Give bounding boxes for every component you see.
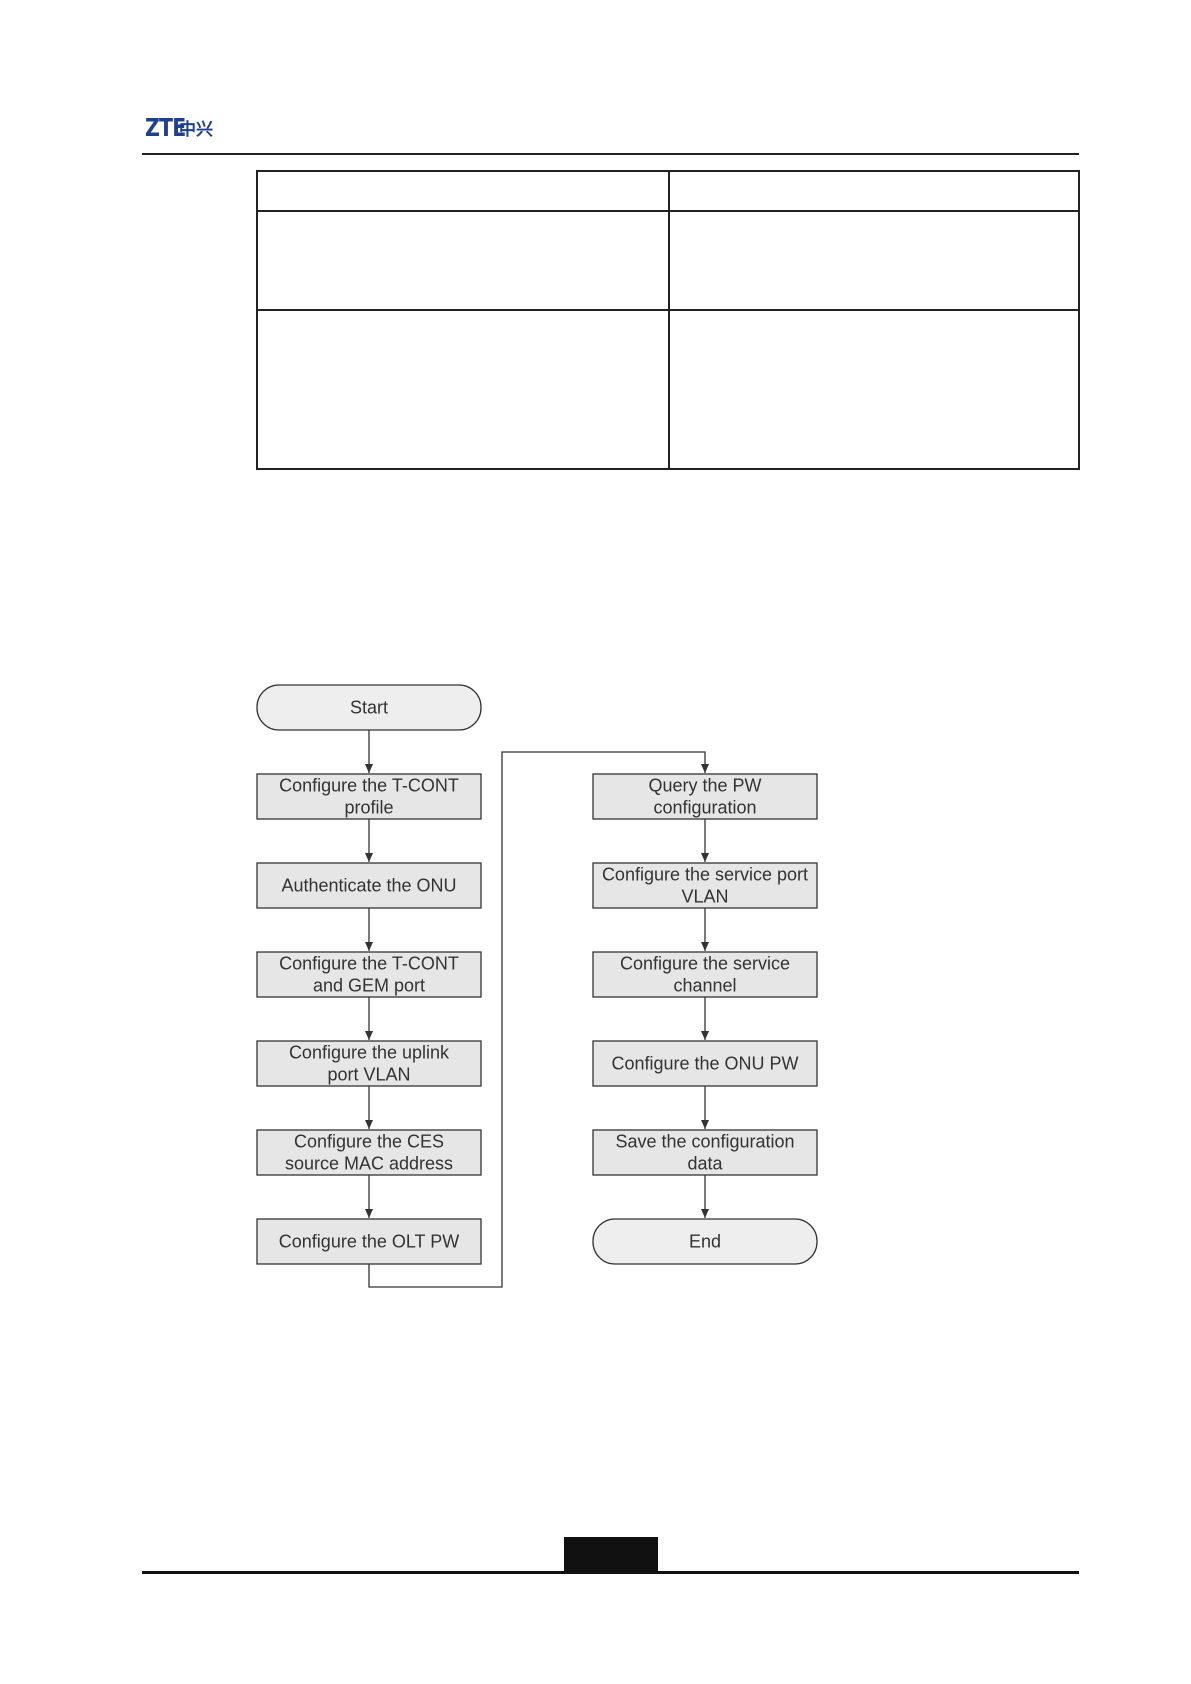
flow-node-label: Configure the T-CONT	[279, 776, 459, 796]
flow-node-label: data	[687, 1154, 723, 1174]
table-column-divider	[668, 172, 670, 468]
flow-node-label: Configure the service	[620, 954, 790, 974]
flow-node-box	[592, 1129, 818, 1176]
flow-node-label: Configure the ONU PW	[611, 1054, 798, 1074]
flow-node-label: Configure the T-CONT	[279, 954, 459, 974]
flow-node-label: Authenticate the ONU	[281, 876, 456, 896]
flowchart-connectors	[365, 730, 709, 1288]
flow-node-box	[592, 1040, 818, 1087]
flow-node-label: Configure the OLT PW	[279, 1232, 459, 1252]
flow-node-box	[256, 773, 482, 820]
flow-node-box	[256, 1040, 482, 1087]
flow-node-label: Save the configuration	[615, 1132, 794, 1152]
flow-node-box	[256, 862, 482, 909]
flow-node-box	[256, 951, 482, 998]
flow-node-label: port VLAN	[327, 1065, 410, 1085]
flow-node-box	[592, 951, 818, 998]
flow-node-label: profile	[344, 798, 393, 818]
table-header-divider	[258, 210, 1078, 212]
flow-node-box	[256, 1129, 482, 1176]
flow-node-box	[592, 1218, 818, 1265]
parameter-table	[256, 170, 1080, 470]
flow-node-end: End	[592, 1218, 818, 1265]
flow-node-label: channel	[673, 976, 736, 996]
zte-logo: ZTE 中兴	[145, 112, 213, 142]
flow-node-label: Configure the uplink	[289, 1043, 450, 1063]
flow-node-onu-pw: Configure the ONU PW	[592, 1040, 818, 1087]
table-row-divider	[258, 309, 1078, 311]
flow-node-label: Query the PW	[648, 776, 761, 796]
flow-node-label: source MAC address	[285, 1154, 453, 1174]
flow-node-auth-onu: Authenticate the ONU	[256, 862, 482, 909]
flow-node-olt-pw: Configure the OLT PW	[256, 1218, 482, 1265]
flow-node-box	[256, 1218, 482, 1265]
flow-node-box	[256, 684, 482, 731]
flow-node-label: Configure the CES	[294, 1132, 444, 1152]
flow-node-box	[592, 773, 818, 820]
flow-node-label: Configure the service port	[602, 865, 808, 885]
flow-node-label: End	[689, 1232, 721, 1252]
logo-cjk-text: 中兴	[179, 119, 213, 140]
flow-edge-olt-pw-to-query-pw	[368, 751, 709, 1288]
page-number-box	[564, 1537, 658, 1571]
flow-node-label: configuration	[653, 798, 756, 818]
flow-node-label: VLAN	[681, 887, 728, 907]
footer-rule	[142, 1571, 1079, 1574]
flow-node-start: Start	[256, 684, 482, 731]
flow-node-label: Start	[350, 698, 388, 718]
flow-node-label: and GEM port	[313, 976, 425, 996]
flow-node-box	[592, 862, 818, 909]
header-rule	[142, 153, 1079, 155]
